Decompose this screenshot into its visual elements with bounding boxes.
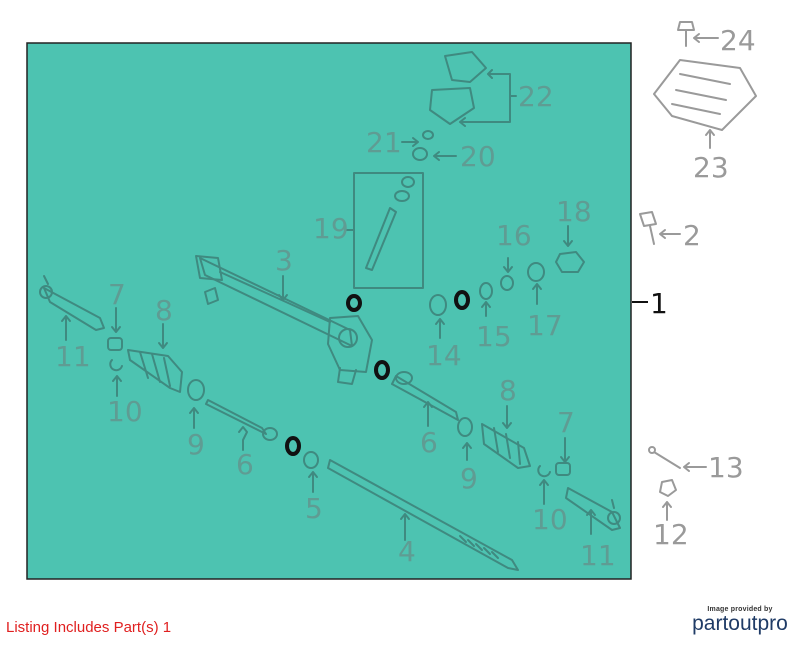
callout-13: 13: [708, 451, 744, 484]
callout-19: 19: [313, 212, 349, 245]
o-ring-left: [285, 436, 301, 456]
seal-15-part: [479, 282, 493, 300]
callout-12: 12: [653, 518, 689, 551]
right-boot-part: [481, 423, 531, 469]
bolt-24-part: [677, 21, 695, 47]
callout-7-right: 7: [557, 406, 575, 439]
included-assembly-box: [26, 42, 632, 580]
leader-lines: [61, 33, 719, 541]
o-ring-right: [454, 290, 470, 310]
right-tie-rod-end-part: [565, 487, 621, 531]
callout-16: 16: [496, 219, 532, 252]
left-nut-part: [107, 337, 123, 351]
bolt-13-part: [648, 446, 681, 469]
rack-bar-part: [327, 459, 519, 571]
listing-note: Listing Includes Part(s) 1: [6, 619, 172, 636]
seal-16-part: [500, 275, 514, 291]
callout-1: 1: [650, 287, 668, 320]
callout-24: 24: [720, 24, 756, 57]
left-ring-part: [187, 379, 205, 401]
callout-9-left: 9: [187, 428, 205, 461]
callout-8-right: 8: [499, 374, 517, 407]
o-ring-center: [374, 360, 390, 380]
left-boot-part: [127, 349, 183, 393]
o-ring-highlights: [285, 290, 470, 456]
callout-11-right: 11: [580, 539, 616, 572]
callout-8-left: 8: [155, 294, 173, 327]
callout-2: 2: [683, 219, 701, 252]
rack-housing-part: [195, 255, 373, 385]
image-credit: Image provided by partoutpro: [690, 606, 790, 635]
callout-22: 22: [518, 80, 554, 113]
callout-10-right: 10: [532, 503, 568, 536]
right-nut-part: [555, 462, 571, 476]
nut-12-part: [659, 479, 677, 497]
callout-3: 3: [275, 244, 293, 277]
callout-6-right: 6: [420, 426, 438, 459]
callout-15: 15: [476, 320, 512, 353]
callout-17: 17: [527, 309, 563, 342]
left-tie-rod-end-part: [39, 275, 105, 331]
shield-23-part: [653, 59, 757, 131]
callout-14: 14: [426, 339, 462, 372]
bolt-2-part: [639, 211, 657, 245]
callout-9-right: 9: [460, 462, 478, 495]
right-clip-part: [537, 465, 551, 478]
callout-5: 5: [305, 492, 323, 525]
callout-6-left: 6: [236, 448, 254, 481]
callout-4: 4: [398, 535, 416, 568]
credit-caption: Image provided by: [707, 606, 773, 613]
left-inner-rod-part: [205, 399, 278, 441]
callout-20: 20: [460, 140, 496, 173]
callout-21: 21: [366, 126, 402, 159]
callout-10-left: 10: [107, 395, 143, 428]
partoutpro-logo: partoutpro: [692, 612, 788, 635]
left-clip-part: [109, 359, 123, 372]
column-mount-part: [412, 51, 487, 161]
nut-18-part: [555, 251, 585, 273]
callout-11-left: 11: [55, 340, 91, 373]
seal-17-part: [527, 262, 545, 282]
callout-7-left: 7: [108, 278, 126, 311]
o-ring-top: [346, 294, 362, 312]
seal-14-part: [429, 294, 447, 316]
callout-18: 18: [556, 195, 592, 228]
callout-23: 23: [693, 151, 729, 184]
left-seal-part: [303, 451, 319, 469]
right-ring-part: [457, 417, 473, 437]
right-inner-rod-part: [391, 371, 459, 421]
